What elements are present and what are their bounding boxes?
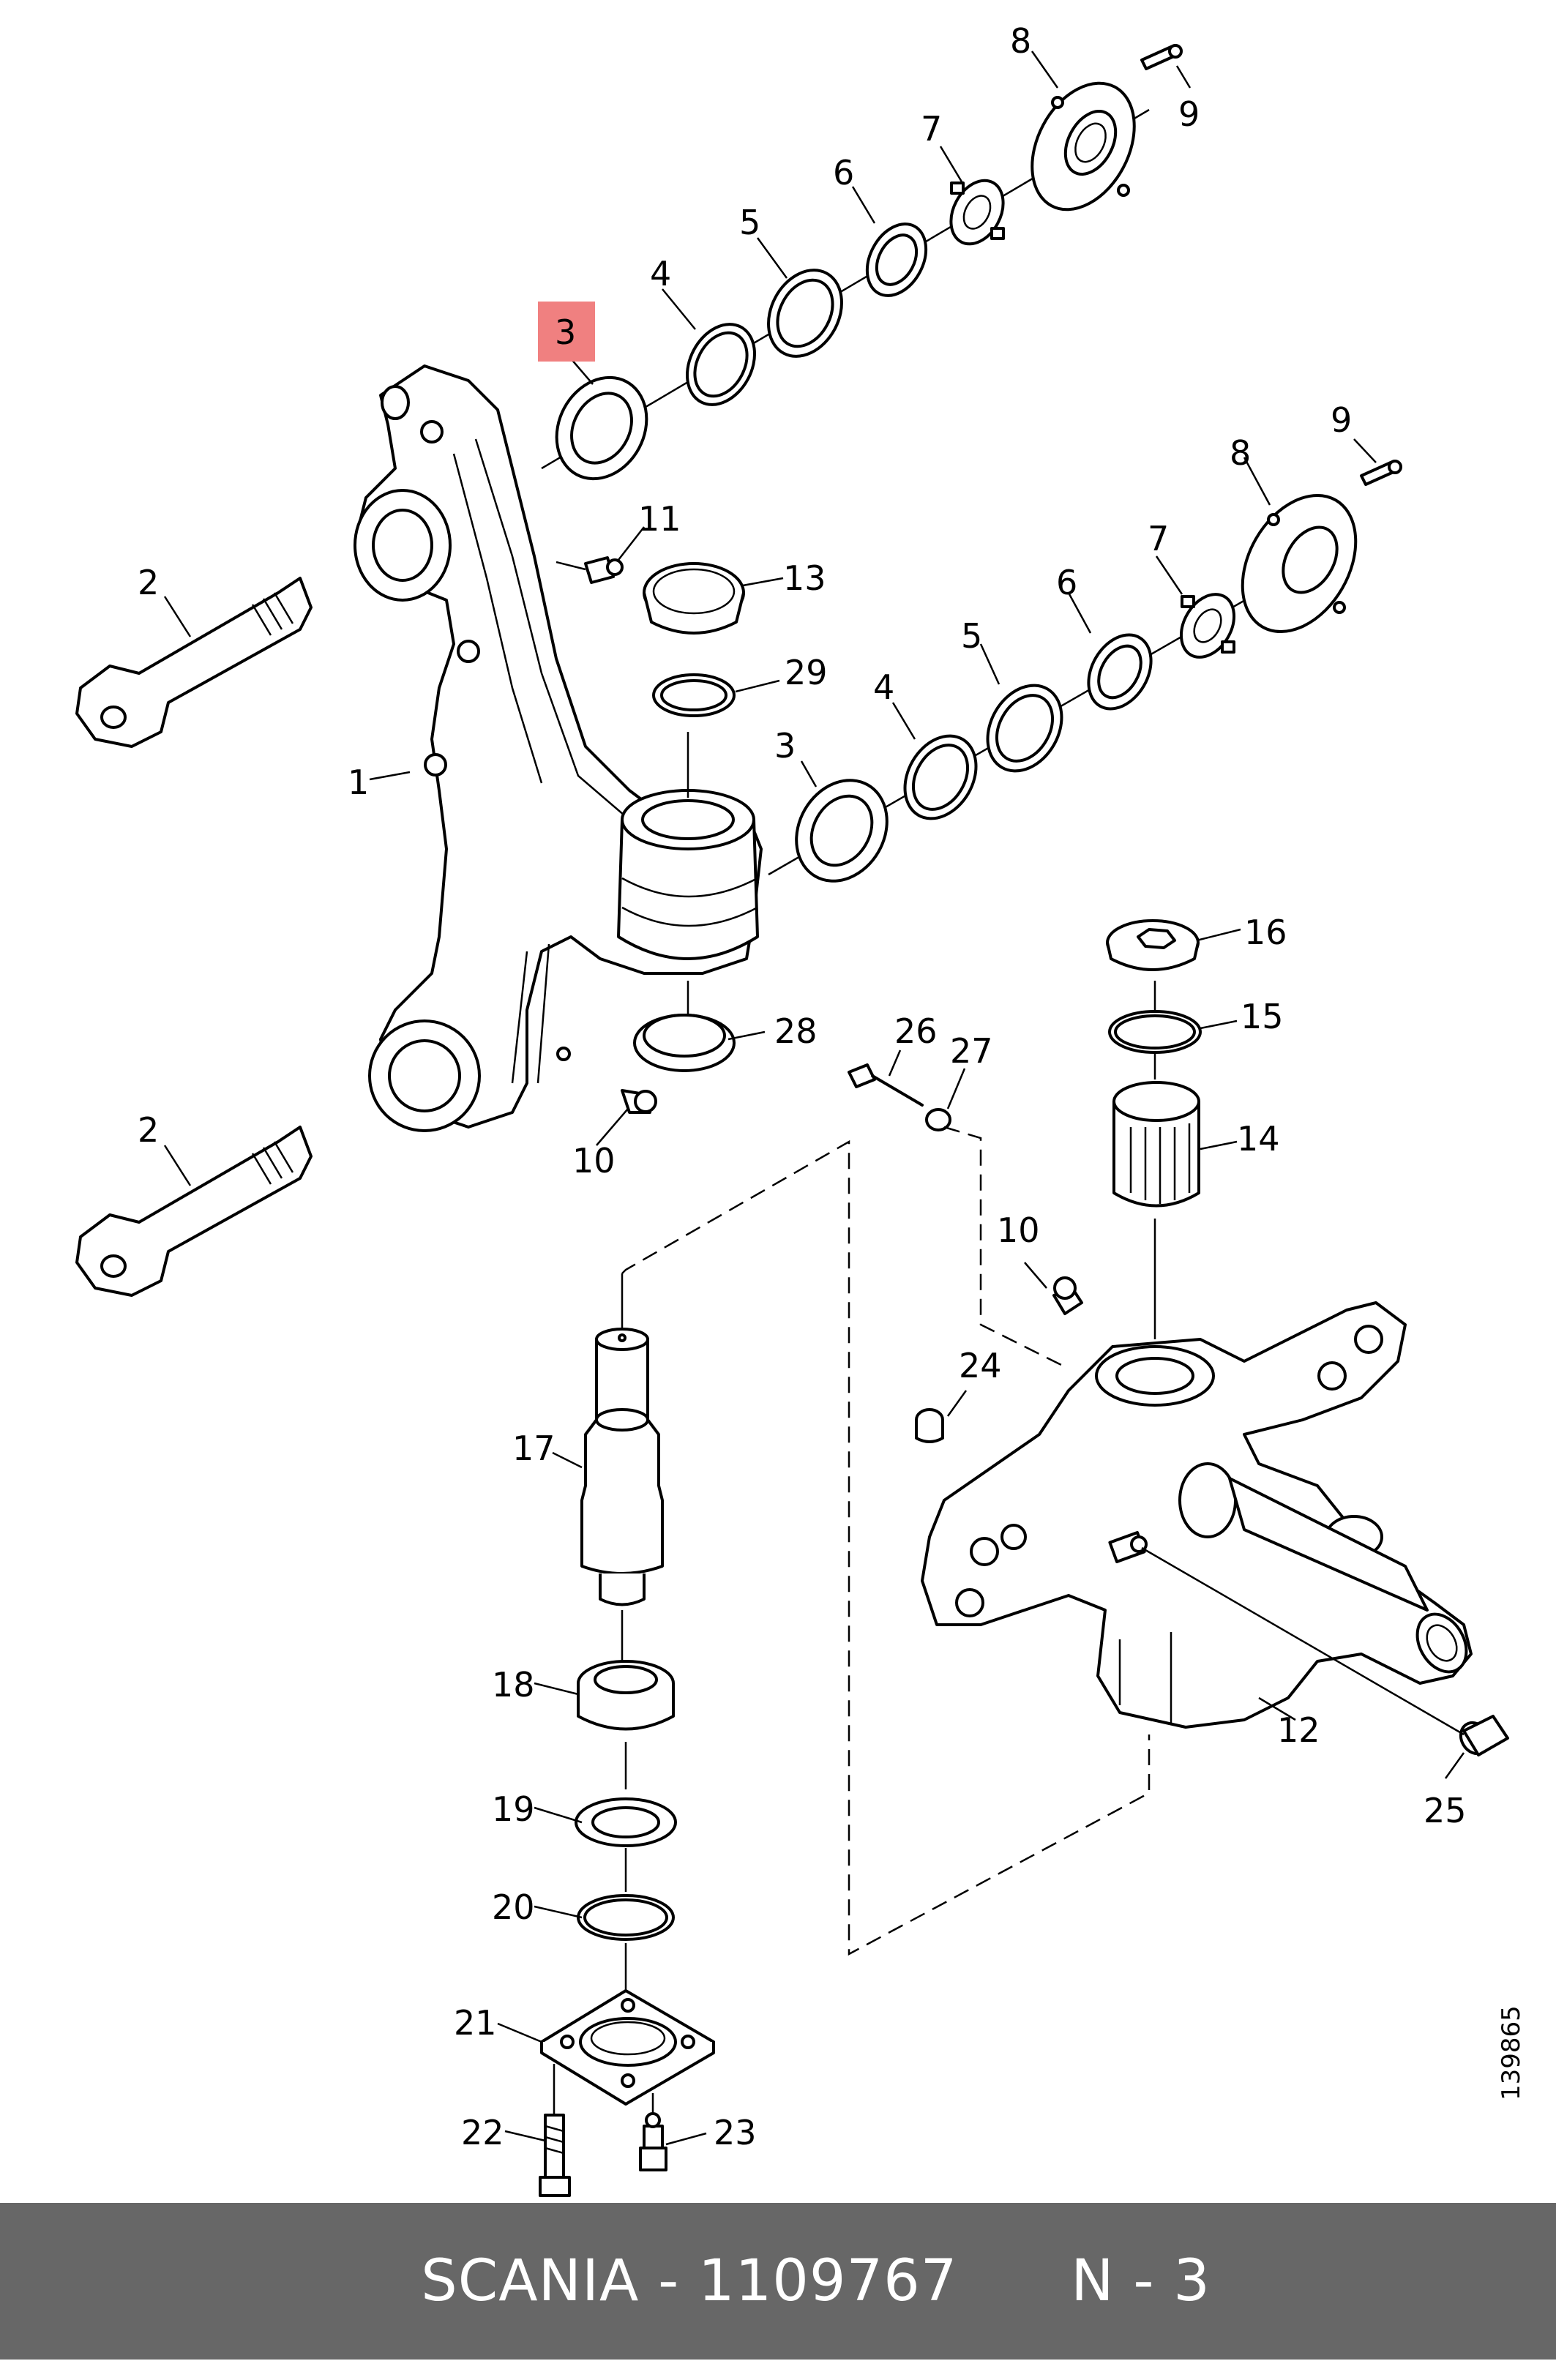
footer-bar: SCANIA - 1109767 N - 3 <box>0 2203 1556 2360</box>
footer-text: SCANIA - 1109767 N - 3 <box>345 2182 1211 2380</box>
kingpin-17 <box>580 1328 664 1606</box>
seal-28 <box>633 1014 736 1072</box>
footer-separator: - <box>639 2248 699 2314</box>
bearing-stack-upper <box>541 44 1183 481</box>
grease-nipple-10-arm <box>621 1089 657 1114</box>
callout-1: 1 <box>348 763 369 802</box>
callout-4-upper: 4 <box>650 254 671 293</box>
bolt-26 <box>848 1063 924 1107</box>
grease-nipple-10-knuckle <box>1052 1276 1083 1315</box>
parts-diagram: .ln { fill: none; stroke: #000; stroke-w… <box>75 21 1509 2197</box>
ring-4-lower <box>903 734 978 820</box>
callout-6-lower: 6 <box>1056 563 1077 602</box>
callout-29: 29 <box>785 653 828 692</box>
callout-19: 19 <box>492 1789 535 1829</box>
leader-lines <box>163 50 1465 2146</box>
bearing-stack-lower <box>768 460 1402 883</box>
callout-25: 25 <box>1424 1791 1467 1830</box>
footer-brand: SCANIA <box>421 2248 640 2314</box>
callout-27: 27 <box>950 1031 993 1071</box>
washer-19 <box>575 1797 677 1847</box>
callout-28: 28 <box>774 1011 818 1051</box>
callout-3-lower: 3 <box>774 726 796 766</box>
callout-6-upper: 6 <box>833 153 854 192</box>
callout-13: 13 <box>783 558 826 598</box>
bush-25 <box>1459 1715 1509 1756</box>
callout-16: 16 <box>1244 913 1287 952</box>
bush-24 <box>915 1408 944 1443</box>
callout-3-highlighted: 3 <box>555 313 576 352</box>
steering-knuckle-12 <box>921 1301 1473 1729</box>
callout-labels: 8 9 7 6 5 4 3 11 13 2 29 9 8 7 6 5 4 3 1… <box>138 21 1467 2152</box>
cover-plate-8-upper <box>1031 81 1136 212</box>
document-number: 139865 <box>1497 2005 1526 2100</box>
callout-9-upper: 9 <box>1178 94 1200 134</box>
footer-part-number: 1109767 <box>698 2248 958 2314</box>
grease-nipple-11 <box>556 556 624 584</box>
callout-18: 18 <box>492 1665 535 1704</box>
seal-13 <box>643 562 745 635</box>
screw-9-upper <box>1140 44 1183 70</box>
ring-5-upper <box>767 269 843 358</box>
callout-21: 21 <box>454 2003 497 2043</box>
pin-2-upper <box>75 577 313 748</box>
callout-17: 17 <box>512 1429 556 1468</box>
callout-7-lower: 7 <box>1148 519 1169 558</box>
washer-6-upper <box>865 222 928 297</box>
callout-15: 15 <box>1241 997 1284 1036</box>
callout-12: 12 <box>1277 1710 1320 1750</box>
callout-10-arm: 10 <box>572 1141 616 1180</box>
o-ring-15 <box>1108 1010 1202 1054</box>
bearing-3-lower <box>795 779 889 883</box>
nut-27 <box>925 1108 951 1131</box>
ring-4-upper <box>685 323 757 406</box>
callout-2-upper: 2 <box>138 563 159 602</box>
callout-11: 11 <box>638 499 681 539</box>
steering-arm-1 <box>354 364 763 1132</box>
bush-14 <box>1112 1081 1200 1208</box>
plug-16 <box>1106 919 1200 971</box>
callout-2-lower: 2 <box>138 1110 159 1150</box>
callout-10-knuckle: 10 <box>997 1210 1040 1250</box>
callout-22: 22 <box>461 2113 504 2152</box>
cover-plate-21 <box>540 1989 715 2106</box>
callout-14: 14 <box>1237 1119 1280 1159</box>
callout-8-upper: 8 <box>1010 21 1031 61</box>
washer-6-lower <box>1087 633 1153 711</box>
bearing-3-upper <box>555 375 648 481</box>
callout-20: 20 <box>492 1887 535 1927</box>
highlight-box <box>538 302 595 362</box>
pin-2-lower <box>75 1126 313 1297</box>
callout-7-upper: 7 <box>921 109 942 149</box>
o-ring-29 <box>652 673 736 717</box>
screw-9-lower <box>1360 460 1402 486</box>
bolt-22 <box>539 2114 571 2197</box>
cover-plate-8-lower <box>1241 493 1358 634</box>
callout-4-lower: 4 <box>873 667 894 707</box>
bearing-18 <box>577 1660 675 1731</box>
slotted-nut-7-upper <box>949 179 1005 246</box>
callout-9-lower: 9 <box>1331 400 1352 440</box>
o-ring-20 <box>577 1894 675 1941</box>
ring-5-lower <box>986 684 1063 773</box>
callout-23: 23 <box>714 2113 757 2152</box>
slotted-nut-7-lower <box>1179 593 1236 659</box>
callout-5-upper: 5 <box>739 203 760 242</box>
callout-26: 26 <box>894 1011 938 1051</box>
callout-24: 24 <box>959 1346 1002 1385</box>
callout-8-lower: 8 <box>1230 433 1251 473</box>
callout-5-lower: 5 <box>961 616 982 656</box>
grease-nipple-23 <box>639 2112 667 2171</box>
footer-gap <box>957 2248 1071 2314</box>
footer-position-label: N - 3 <box>1071 2248 1211 2314</box>
